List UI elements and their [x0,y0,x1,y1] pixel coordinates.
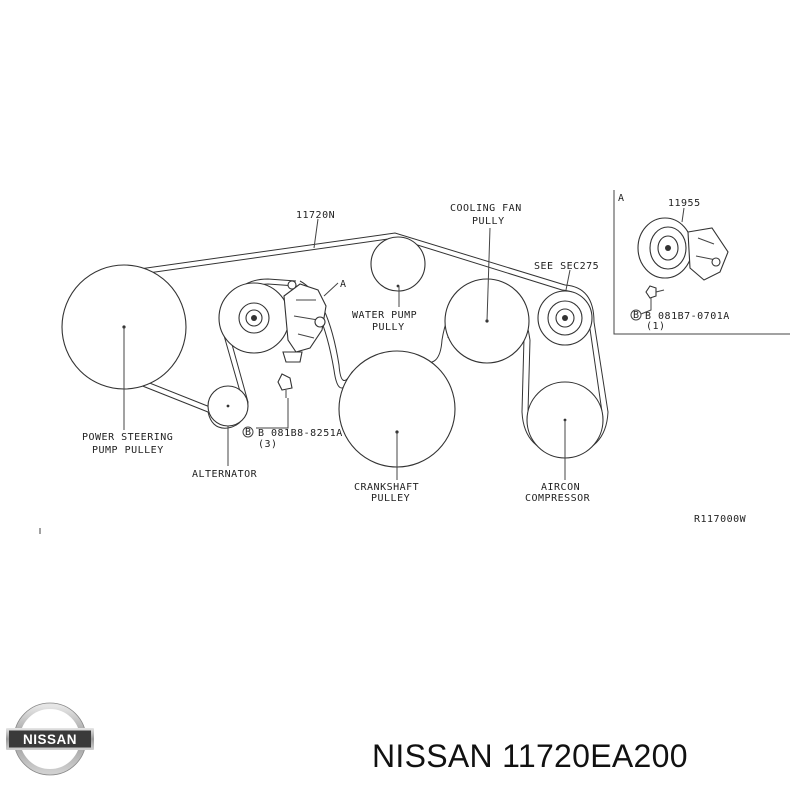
part-number-caption: NISSAN 11720EA200 [372,738,688,774]
inset-bolt [640,285,665,315]
see-sec-label: SEE SEC275 [534,261,599,272]
bolt-b1-label-2: (3) [258,439,278,450]
belt-part-label: 11720N [296,210,335,221]
inset-detail-a: A 11955 B 081B7-0701A (1) [613,190,790,335]
alternator-pulley [207,385,249,427]
aircon-label-1: AIRCON [541,482,580,493]
inset-bolt-label-1: B 081B7-0701A [645,311,730,322]
svg-text:B: B [245,427,252,438]
leader-lines [123,218,571,480]
inset-bolt-label-2: (1) [646,321,666,332]
logo-wordmark: NISSAN [23,732,77,747]
cooling-fan-label-2: PULLY [472,216,505,227]
bolt-b1-label-1: B 081B8-8251A [258,428,343,439]
detail-marker-label: A [340,279,347,290]
reference-code: R117000W [694,514,747,525]
water-pump-label-1: WATER PUMP [352,310,417,321]
bolt-b-symbol: B [242,426,254,438]
water-pump-pulley [370,236,426,292]
bolt-b-symbol-inset: B [630,309,642,321]
inset-tensioner-pulley [637,217,729,281]
crankshaft-label-1: CRANKSHAFT [354,482,419,493]
svg-text:B: B [633,310,640,321]
belt-tensioner-assembly [218,280,327,398]
idler-pulley [537,290,593,346]
crankshaft-label-2: PULLEY [371,493,410,504]
cooling-fan-label-1: COOLING FAN [450,203,522,214]
power-steering-label-1: POWER STEERING [82,432,173,443]
alternator-label: ALTERNATOR [192,469,258,480]
power-steering-label-2: PUMP PULLEY [92,445,164,456]
aircon-label-2: COMPRESSOR [525,493,591,504]
inset-label: A [618,193,625,204]
water-pump-label-2: PULLY [372,322,405,333]
nissan-logo: NISSAN [6,702,94,776]
inset-part-label: 11955 [668,198,701,209]
